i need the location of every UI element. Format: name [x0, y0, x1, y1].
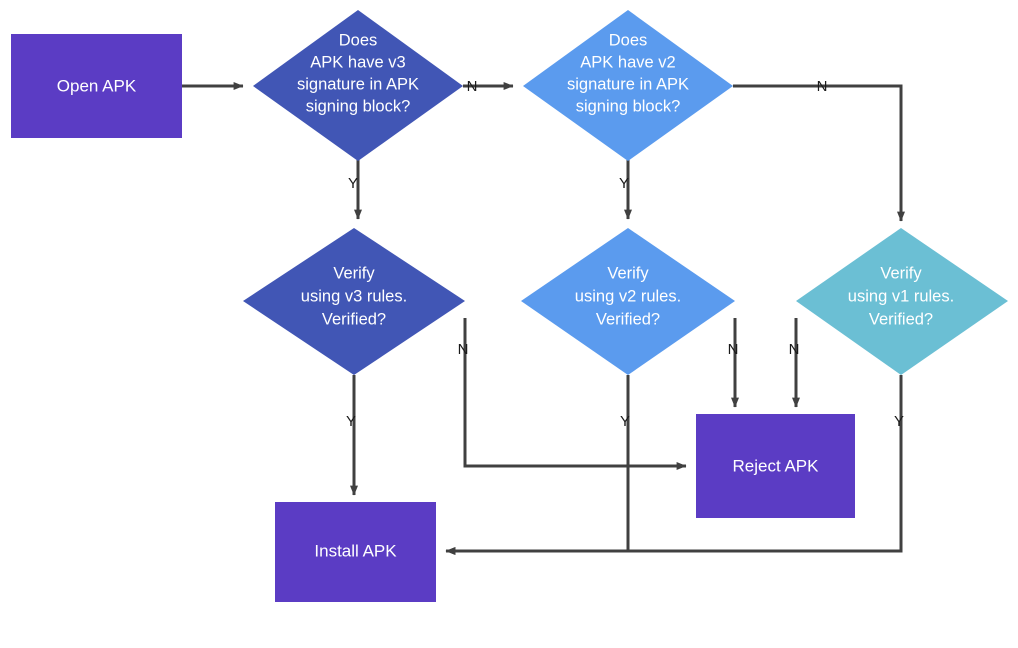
open-apk-rect[interactable]	[11, 34, 182, 138]
node-install-apk[interactable]: Install APK	[275, 502, 436, 602]
node-open-apk[interactable]: Open APK	[11, 34, 182, 138]
verify-v3-diamond[interactable]	[243, 228, 465, 375]
edge-label-verify-v2-no: N	[728, 341, 739, 358]
edge-label-verify-v1-yes: Y	[894, 413, 904, 430]
has-v3-diamond[interactable]	[253, 10, 463, 161]
node-verify-v1[interactable]: Verify using v1 rules. Verified?	[796, 228, 1008, 375]
verify-v2-diamond[interactable]	[521, 228, 735, 375]
edge-label-verify-v1-no: N	[789, 341, 800, 358]
reject-apk-rect[interactable]	[696, 414, 855, 518]
has-v2-diamond[interactable]	[523, 10, 733, 161]
node-verify-v3[interactable]: Verify using v3 rules. Verified?	[243, 228, 465, 375]
edge-label-verify-v3-no: N	[458, 341, 469, 358]
edge-verify-v1-yes-to-install	[445, 375, 903, 555]
verify-v1-diamond[interactable]	[796, 228, 1008, 375]
edge-has-v2-no-to-verify-v1	[733, 84, 905, 222]
install-apk-rect[interactable]	[275, 502, 436, 602]
node-reject-apk[interactable]: Reject APK	[696, 414, 855, 518]
node-layer: Open APK Does APK have v3 signature in A…	[11, 10, 1008, 602]
edge-verify-v3-no-to-reject	[463, 318, 687, 470]
node-has-v2-signature[interactable]: Does APK have v2 signature in APK signin…	[523, 10, 733, 161]
node-has-v3-signature[interactable]: Does APK have v3 signature in APK signin…	[253, 10, 463, 161]
node-verify-v2[interactable]: Verify using v2 rules. Verified?	[521, 228, 735, 375]
edge-verify-v2-yes-to-install	[445, 375, 630, 555]
